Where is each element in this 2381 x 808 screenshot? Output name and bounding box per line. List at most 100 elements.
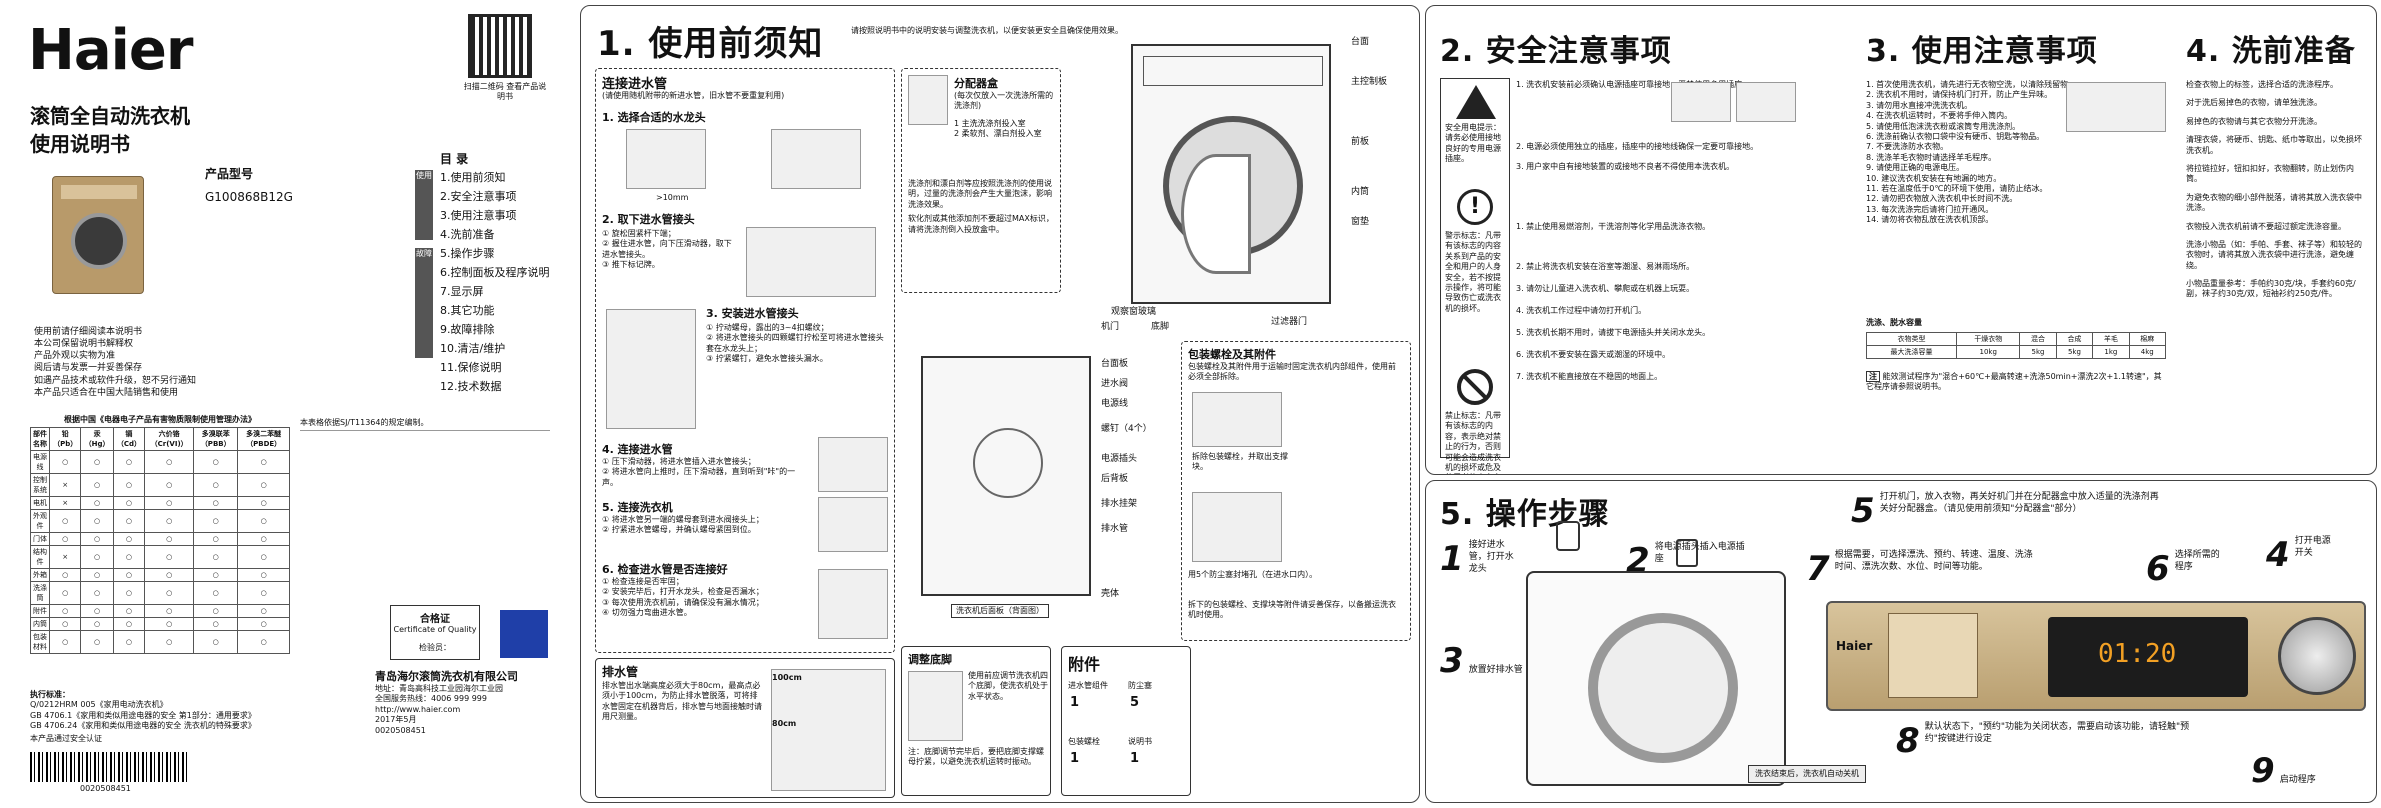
rohs-row: 附件○○○○○○ — [30, 604, 290, 619]
step-3-number: 3 — [1440, 641, 1464, 681]
program-knob[interactable] — [2278, 617, 2356, 695]
rohs-cell: 内筒 — [30, 617, 50, 632]
rohs-row: 结构件×○○○○○ — [30, 545, 290, 570]
rohs-row: 外箱○○○○○○ — [30, 568, 290, 583]
toc-item[interactable]: 9.故障排除 — [440, 323, 495, 336]
dispenser-drawer-image — [908, 75, 948, 125]
toc-item[interactable]: 5.操作步骤 — [440, 247, 495, 260]
warn-label: 安全用电提示：请务必使用接地良好的专用电源插座。 — [1445, 123, 1501, 164]
acc-item-3-count: 1 — [1070, 751, 1080, 766]
section-4-title: 4. 洗前准备 — [2186, 34, 2356, 69]
step-6-number: 6 — [2146, 549, 2170, 589]
rohs-cell: ○ — [193, 450, 239, 475]
rohs-cell: ○ — [144, 630, 195, 655]
step-2-item: ① 旋松固紧杆下端； — [602, 229, 676, 238]
toc-item[interactable]: 10.清洁/维护 — [440, 342, 506, 355]
rohs-cell: 结构件 — [30, 545, 50, 570]
step-6-item: ② 安装完毕后，打开水龙头，检查是否漏水； — [602, 587, 764, 597]
note-line: 使用前请仔细阅读本说明书 — [34, 327, 143, 337]
acc-item-1-label: 进水管组件 — [1068, 681, 1108, 690]
label-back-panel: 后背板 — [1101, 474, 1129, 484]
control-panel-drawing — [1143, 56, 1323, 86]
toc-item[interactable]: 1.使用前须知 — [440, 171, 506, 184]
detergent-drawer[interactable] — [1888, 613, 1978, 698]
rohs-cell: ○ — [80, 604, 114, 619]
back-cover-drawing — [973, 428, 1043, 498]
capacity-cell: 4kg — [2128, 345, 2167, 359]
dispenser-bullet: 洗涤剂和漂白剂等应按照洗涤剂的使用说明，过量的洗涤剂会产生大量泡沫，影响洗涤效果… — [908, 179, 1052, 209]
rohs-cell: ○ — [112, 450, 146, 475]
usage-item: 2. 洗衣机不用时，请保持机门打开，防止产生异味。 — [1866, 90, 2053, 100]
step-5-text: 打开机门，放入衣物，再关好机门并在分配器盒中放入适量的洗涤剂再关好分配器盒。（请… — [1879, 492, 2159, 515]
usage-item: 11. 若在温度低于0℃的环境下使用，请防止结冰。 — [1866, 183, 2048, 193]
step-5-title: 5. 连接洗衣机 — [602, 501, 673, 514]
step-2-item: ③ 推下标记牌。 — [602, 260, 660, 270]
hose-insert-image — [818, 437, 888, 492]
toc-item[interactable]: 7.显示屏 — [440, 285, 484, 298]
step-4-text: 打开电源开关 — [2294, 536, 2331, 559]
rohs-cell: ○ — [237, 617, 290, 632]
product-image — [52, 176, 144, 294]
rohs-cell: ○ — [144, 473, 195, 498]
step-7-text: 根据需要，可选择漂洗、预约、转速、温度、洗涤时间、漂洗次数、水位、时间等功能。 — [1834, 550, 2033, 573]
rohs-cell: ○ — [193, 496, 239, 511]
op-step-4: 4 打开电源开关 — [2266, 535, 2366, 575]
transport-step-1: 拆除包装螺栓，并取出支撑块。 — [1192, 452, 1288, 472]
rohs-header-cell: 部件名称 — [30, 427, 50, 452]
usage-item: 12. 请勿把衣物放入洗衣机中长时间不洗。 — [1866, 194, 2018, 204]
door-illustration — [1588, 613, 1738, 763]
website[interactable]: http://www.haier.com — [375, 704, 461, 714]
standards-block: 执行标准： Q/0212HRM 005《家用电动洗衣机》 GB 4706.1《家… — [30, 690, 370, 732]
toc-item[interactable]: 4.洗前准备 — [440, 228, 495, 241]
toc-item[interactable]: 12.技术数据 — [440, 380, 502, 393]
step-2-item: ② 握住进水管，向下压滑动器，取下进水管接头。 — [602, 239, 732, 259]
label-glass: 观察窗玻璃 — [1111, 307, 1157, 317]
label-screws: 螺钉（4个） — [1101, 424, 1152, 434]
address: 地址：青岛高科技工业园海尔工业园 — [375, 684, 503, 693]
note-line: 如遇产品技术或软件升级，恕不另行通知 — [34, 375, 197, 386]
toc-item[interactable]: 6.控制面板及程序说明 — [440, 266, 550, 279]
toc-item[interactable]: 3.使用注意事项 — [440, 209, 517, 222]
section-5-panel: 5. 操作步骤 1 接好进水管，打开水龙头 2 将电源插头插入电源插座 3 放置… — [1425, 480, 2377, 803]
safety-sidebar: 安全用电提示：请务必使用接地良好的专用电源插座。 ! 警示标志：凡带有该标志的内… — [1440, 78, 1510, 474]
rohs-cell: ○ — [80, 450, 114, 475]
note-line: 阅后请与发票一并妥善保存 — [34, 363, 143, 374]
note-text: 能效测试程序为"混合+60℃+最高转速+洗涤50min+漂洗2次+1.1转速"，… — [1866, 372, 2162, 392]
toc-item[interactable]: 11.保修说明 — [440, 361, 502, 374]
label-power-cord: 电源线 — [1101, 399, 1129, 409]
label-control: 主控制板 — [1351, 77, 1388, 87]
prep-item: 清理衣袋，将硬币、钥匙、纸巾等取出，以免损坏洗衣机。 — [2186, 135, 2362, 155]
usage-item: 4. 在洗衣机运转时，不要将手伸入筒内。 — [1866, 111, 2013, 121]
label-plug: 电源插头 — [1101, 454, 1138, 464]
cover-title-1: 滚筒全自动洗衣机 — [30, 104, 190, 128]
rohs-cell: ○ — [112, 545, 146, 570]
bolt-remove-image — [1192, 392, 1282, 447]
rohs-cell: 控制系统 — [30, 473, 50, 498]
capacity-cell: 5kg — [2019, 345, 2057, 359]
rohs-cell: ○ — [193, 509, 239, 534]
rohs-cell: ○ — [144, 581, 195, 606]
rohs-cell: ○ — [237, 473, 290, 498]
doc-code: 0020508451 — [375, 725, 426, 735]
usage-item: 6. 洗涤前确认衣物口袋中没有硬币、钥匙等物品。 — [1866, 131, 2045, 141]
toc-item[interactable]: 8.其它功能 — [440, 304, 495, 317]
step-8-text: 默认状态下，"预约"功能为关闭状态，需要启动该功能，请轻触"预约"按键进行设定 — [1924, 722, 2190, 745]
label-drain-hanger: 排水挂架 — [1101, 499, 1138, 509]
step-2-text: 将电源插头插入电源插座 — [1654, 542, 1745, 565]
rohs-cell: ○ — [112, 630, 146, 655]
feet-text: 使用前应调节洗衣机四个底脚，使洗衣机处于水平状态。 — [968, 671, 1048, 701]
rohs-cell: × — [48, 496, 82, 511]
step-6-title: 6. 检查进水管是否连接好 — [602, 563, 728, 576]
rohs-row: 外观件○○○○○○ — [30, 509, 290, 534]
note-badge: 注 — [1866, 371, 1880, 382]
rohs-cell: ○ — [237, 568, 290, 583]
safety-item: 5. 洗衣机长期不用时，请拔下电源插头并关闭水龙头。 — [1516, 328, 1711, 337]
rohs-row: 控制系统×○○○○○ — [30, 473, 290, 498]
rohs-cell: 洗涤筒 — [30, 581, 50, 606]
capacity-header-cell: 棉麻 — [2128, 332, 2167, 346]
rohs-row: 电源线○○○○○○ — [30, 450, 290, 475]
toc-item[interactable]: 2.安全注意事项 — [440, 190, 517, 203]
step-3-title: 3. 安装进水管接头 — [706, 307, 799, 320]
